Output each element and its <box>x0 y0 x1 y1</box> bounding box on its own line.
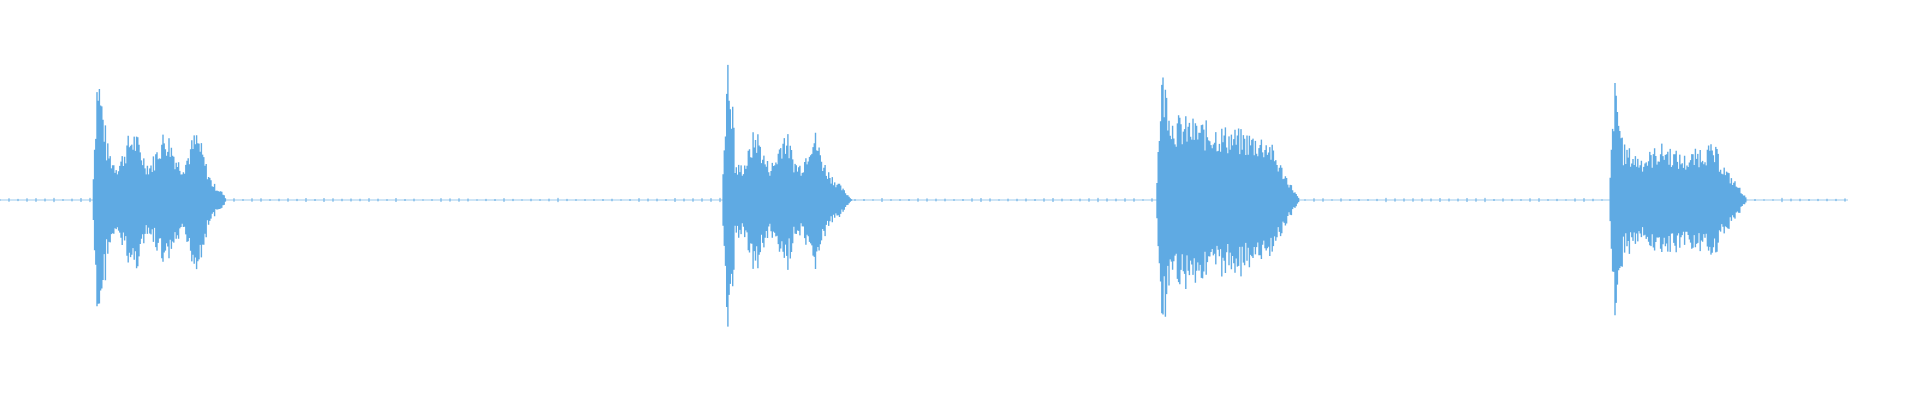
waveform-noise <box>0 197 1846 203</box>
waveform-burst-3 <box>1156 77 1300 317</box>
waveform-burst-1 <box>92 89 227 307</box>
waveform-burst-2 <box>722 64 853 327</box>
waveform-bursts <box>0 64 1846 327</box>
waveform-burst-4 <box>1609 83 1748 316</box>
